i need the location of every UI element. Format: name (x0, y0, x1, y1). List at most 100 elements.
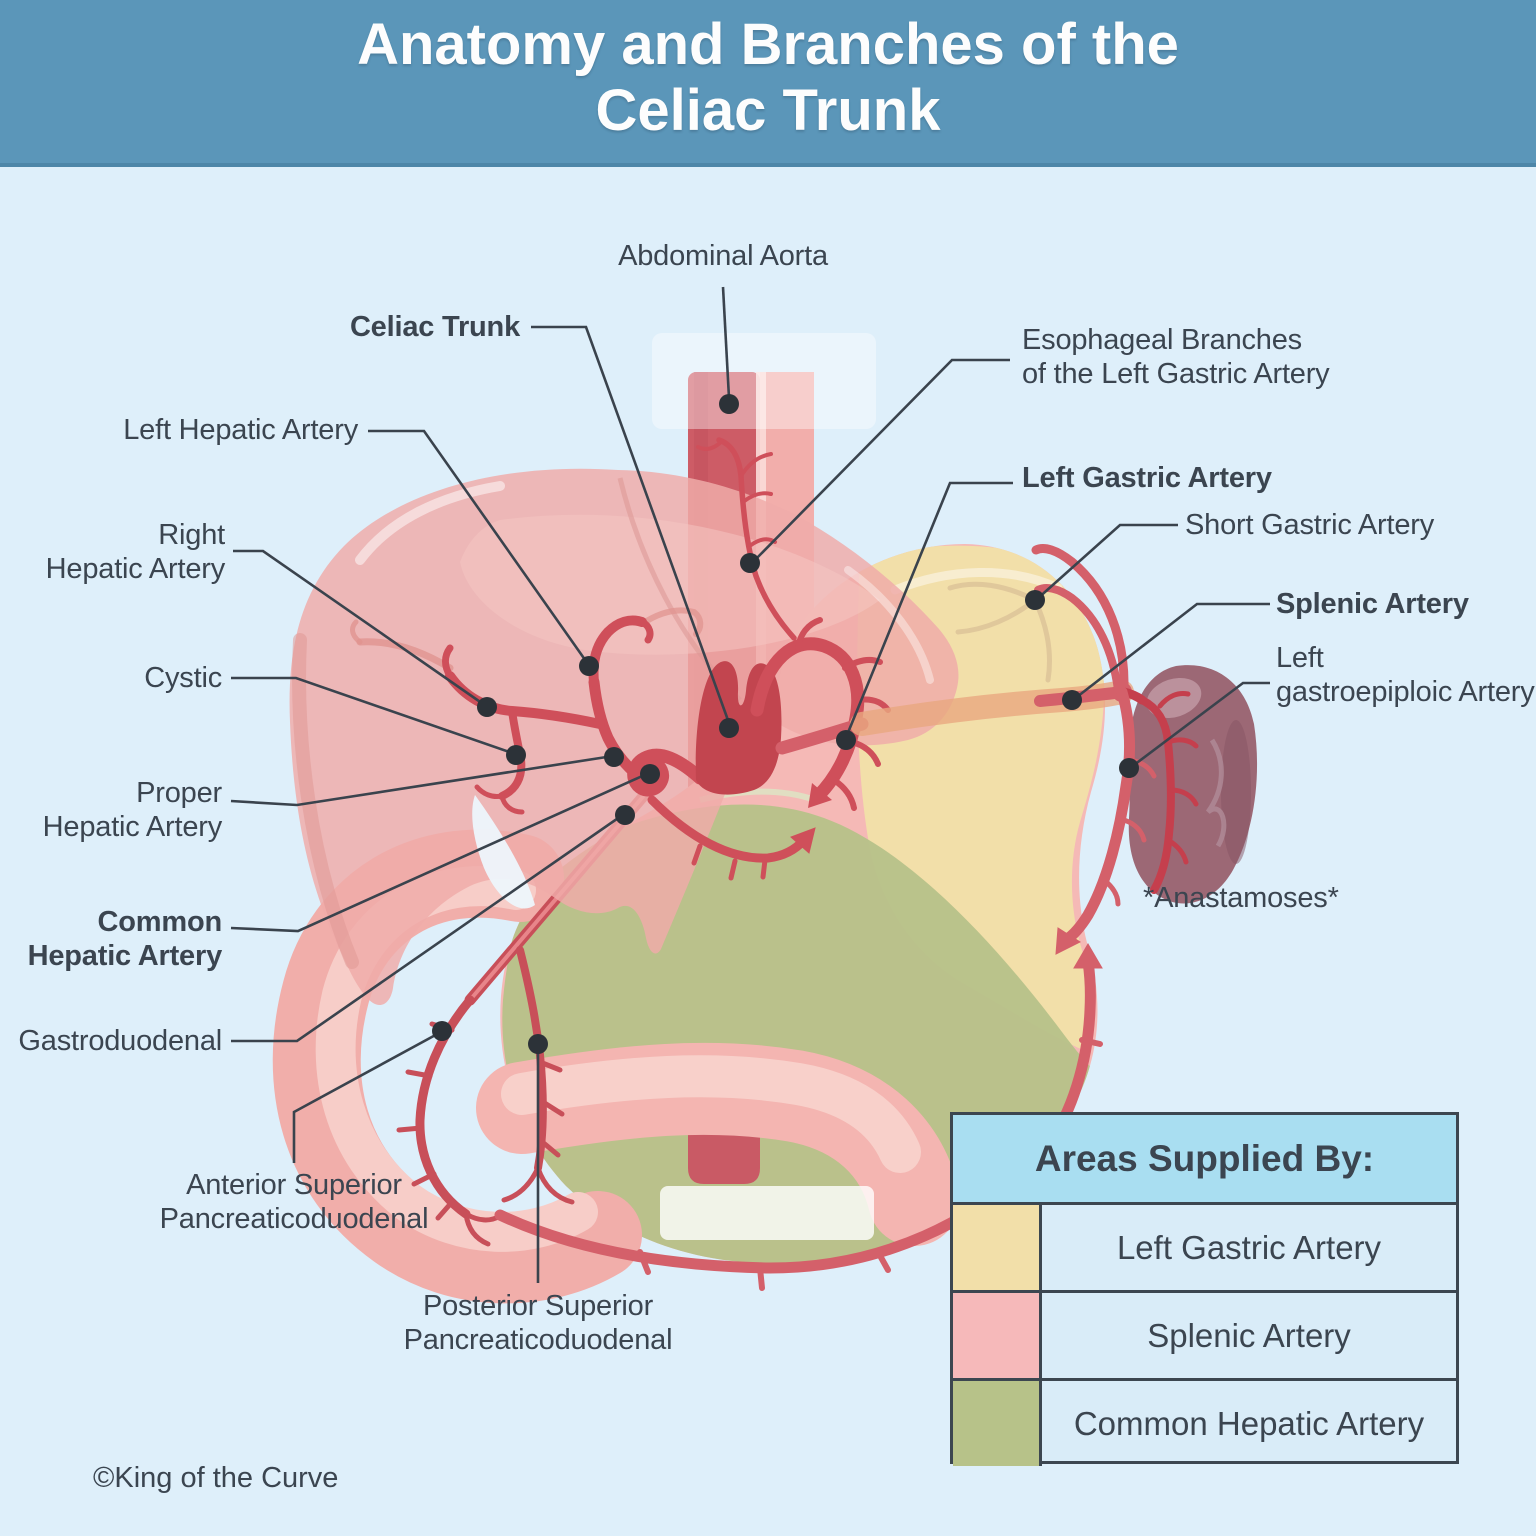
left-gastric-artery-shape (750, 637, 865, 803)
label-text: Short Gastric Artery (1185, 509, 1435, 541)
legend-swatch-green (953, 1381, 1042, 1466)
label-text-line2: of the Left Gastric Artery (1022, 358, 1330, 390)
label-short-gastric-artery: Short Gastric Artery (1185, 508, 1434, 542)
leader-left-hepatic (368, 429, 590, 665)
leader-gastroepiploic (1129, 681, 1270, 770)
leader-anterior-pd (292, 1030, 442, 1163)
legend-row-splenic: Splenic Artery (953, 1293, 1456, 1381)
dot-left-gastric (836, 730, 856, 750)
esophageal-branch-twigs (696, 439, 777, 547)
liver-gloss-left (355, 481, 505, 565)
background-band-bottom (660, 1186, 874, 1240)
leader-celiac-trunk (531, 325, 731, 724)
leader-right-hepatic (233, 549, 487, 708)
legend-title: Areas Supplied By: (953, 1115, 1456, 1205)
liver-inner-highlight (460, 514, 880, 655)
label-splenic-artery: Splenic Artery (1276, 587, 1469, 621)
label-text: Left Gastric Artery (1022, 462, 1272, 494)
gallbladder-shape (472, 795, 535, 909)
legend-label: Common Hepatic Artery (1073, 1404, 1425, 1442)
label-esophageal-branches: Esophageal Branches of the Left Gastric … (1022, 323, 1330, 391)
leader-left-gastric (843, 481, 1013, 741)
label-left-hepatic-artery: Left Hepatic Artery (123, 413, 358, 447)
esophageal-branches-shape (716, 437, 797, 641)
marker-dots (432, 394, 1139, 1054)
anastomosis-arrow-down (1055, 927, 1082, 955)
label-text-line1: Right (158, 519, 225, 551)
leader-esophageal (750, 358, 1010, 565)
label-cystic: Cystic (144, 661, 222, 695)
spleen-shadow (1221, 720, 1251, 864)
leader-abdominal-aorta (721, 286, 731, 399)
label-text: Abdominal Aorta (618, 240, 828, 272)
legend-label: Splenic Artery (1147, 1316, 1351, 1354)
label-text-line1: Anterior Superior (186, 1169, 402, 1201)
label-text: *Anastamoses* (1143, 882, 1339, 914)
label-text: Splenic Artery (1276, 588, 1469, 620)
label-proper-hepatic-artery: Proper Hepatic Artery (42, 776, 223, 844)
legend-label: Left Gastric Artery (1116, 1228, 1382, 1266)
dot-proper-hepatic (604, 747, 624, 767)
aorta-lower-segment (688, 1126, 760, 1184)
posterior-pd-twigs (537, 1059, 565, 1158)
left-gastric-artery-group (696, 437, 891, 811)
intrahepatic-branch-curl (350, 619, 363, 645)
posterior-pd-end-fork (501, 1165, 575, 1205)
dot-anterior-pd (432, 1021, 452, 1041)
antrum-highlight (501, 1055, 921, 1173)
legend-swatch-pink (953, 1293, 1042, 1378)
label-text-line1: Esophageal Branches (1022, 324, 1302, 356)
right-gastric-shape (647, 795, 809, 863)
dot-common-hepatic (640, 764, 660, 784)
label-posterior-superior-pancreaticoduodenal: Posterior Superior Pancreaticoduodenal (338, 1289, 738, 1357)
label-abdominal-aorta: Abdominal Aorta (523, 239, 923, 273)
common-hepatic-artery-shape (627, 748, 707, 797)
legend-row-common-hepatic: Common Hepatic Artery (953, 1381, 1456, 1466)
dot-left-gastroepiploic (1119, 758, 1139, 778)
short-gastric-arc-outer (1031, 544, 1129, 693)
cystic-artery-fork (474, 784, 525, 815)
leader-splenic (1072, 602, 1270, 702)
copyright-text: ©King of the Curve (93, 1462, 339, 1494)
label-left-gastric-artery: Left Gastric Artery (1022, 461, 1272, 495)
dot-splenic (1062, 690, 1082, 710)
posterior-superior-pd-artery-shape (516, 946, 547, 1172)
areas-supplied-legend: Areas Supplied By: Left Gastric Artery S… (950, 1112, 1459, 1466)
left-hepatic-curl (638, 618, 654, 644)
right-hepatic-curl (442, 644, 454, 680)
label-text: Celiac Trunk (349, 311, 520, 343)
background-band-top (652, 333, 876, 429)
leader-lines (230, 286, 1270, 1283)
label-text-line1: Common (97, 906, 223, 938)
label-text: Cystic (144, 662, 222, 694)
label-text-line2: Pancreaticoduodenal (403, 1324, 673, 1356)
page-title-line2: Celiac Trunk (595, 78, 941, 143)
leader-short-gastric (1035, 523, 1178, 601)
right-gastric-thorns (691, 843, 768, 881)
label-left-gastroepiploic-artery: Left gastroepiploic Artery (1276, 641, 1535, 709)
anastomosis-arrow-up (1073, 943, 1103, 969)
label-text-line1: Left (1276, 642, 1324, 674)
label-text-line2: Hepatic Artery (42, 811, 223, 843)
dot-left-hepatic (579, 656, 599, 676)
dot-esophageal-branches (740, 553, 760, 573)
left-gastroepiploic-shape (1060, 686, 1135, 946)
label-gastroduodenal: Gastroduodenal (18, 1024, 222, 1058)
label-text-line2: gastroepiploic Artery (1276, 676, 1535, 708)
leader-cystic (231, 676, 516, 756)
label-celiac-trunk: Celiac Trunk (350, 310, 520, 344)
label-text-line1: Posterior Superior (422, 1290, 654, 1322)
leader-common-hepatic (230, 771, 650, 933)
fundus-gloss (890, 568, 1063, 595)
liver-gloss-right (844, 566, 934, 684)
antrum-tube-group (476, 1042, 960, 1246)
label-text-line2: Hepatic Artery (27, 940, 223, 972)
intrahepatic-branch-left (356, 638, 454, 672)
right-gastric-arrow (790, 827, 816, 854)
page-title-line1: Anatomy and Branches of the (357, 12, 1179, 77)
dot-right-hepatic (477, 697, 497, 717)
label-anastamoses: *Anastamoses* (1143, 881, 1339, 915)
spleen-crease (1205, 738, 1227, 848)
dot-gastroduodenal (615, 805, 635, 825)
